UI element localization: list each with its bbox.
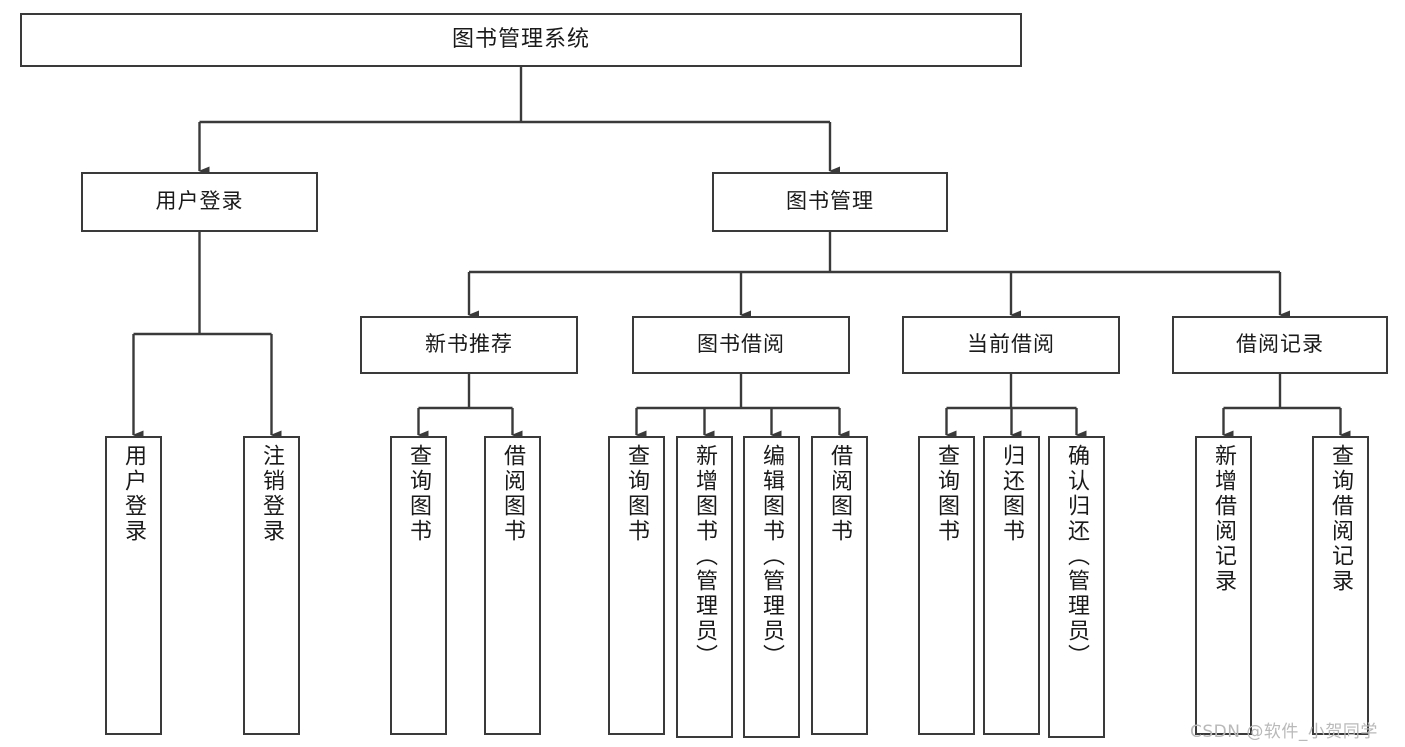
node-label: 查询图书 bbox=[406, 444, 432, 544]
node-label: 新增图书（管理员） bbox=[692, 444, 718, 669]
node-book-borrow[interactable]: 图书借阅 bbox=[632, 316, 850, 374]
node-label: 编辑图书（管理员） bbox=[759, 444, 785, 669]
node-leaf-rec-borrow[interactable]: 借阅图书 bbox=[484, 436, 541, 735]
node-current-borrow[interactable]: 当前借阅 bbox=[902, 316, 1120, 374]
node-label: 借阅图书 bbox=[827, 444, 853, 544]
node-book-manage[interactable]: 图书管理 bbox=[712, 172, 948, 232]
node-root[interactable]: 图书管理系统 bbox=[20, 13, 1022, 67]
node-leaf-rec-search[interactable]: 查询借阅记录 bbox=[1312, 436, 1369, 735]
node-leaf-rec-query[interactable]: 查询图书 bbox=[390, 436, 447, 735]
node-leaf-borrow-add[interactable]: 新增图书（管理员） bbox=[676, 436, 733, 738]
node-leaf-cur-confirm[interactable]: 确认归还（管理员） bbox=[1048, 436, 1105, 738]
node-label: 新书推荐 bbox=[425, 332, 513, 357]
node-leaf-user-login[interactable]: 用户登录 bbox=[105, 436, 162, 735]
node-label: 查询图书 bbox=[934, 444, 960, 544]
node-leaf-cur-return[interactable]: 归还图书 bbox=[983, 436, 1040, 735]
node-label: 用户登录 bbox=[155, 189, 244, 214]
node-leaf-cur-query[interactable]: 查询图书 bbox=[918, 436, 975, 735]
node-label: 新增借阅记录 bbox=[1211, 444, 1237, 594]
node-leaf-rec-add[interactable]: 新增借阅记录 bbox=[1195, 436, 1252, 735]
node-label: 当前借阅 bbox=[967, 332, 1055, 357]
node-label: 用户登录 bbox=[121, 444, 147, 544]
node-borrow-record[interactable]: 借阅记录 bbox=[1172, 316, 1388, 374]
node-leaf-borrow-lend[interactable]: 借阅图书 bbox=[811, 436, 868, 735]
node-label: 确认归还（管理员） bbox=[1064, 444, 1090, 669]
node-new-book-rec[interactable]: 新书推荐 bbox=[360, 316, 578, 374]
node-label: 借阅记录 bbox=[1236, 332, 1324, 357]
node-user-login[interactable]: 用户登录 bbox=[81, 172, 318, 232]
node-leaf-borrow-query[interactable]: 查询图书 bbox=[608, 436, 665, 735]
node-leaf-borrow-edit[interactable]: 编辑图书（管理员） bbox=[743, 436, 800, 738]
node-label: 图书借阅 bbox=[697, 332, 785, 357]
node-label: 查询图书 bbox=[624, 444, 650, 544]
node-label: 图书管理 bbox=[786, 189, 874, 214]
edge-group bbox=[132, 67, 1351, 440]
node-label: 图书管理系统 bbox=[451, 26, 590, 52]
node-leaf-user-logout[interactable]: 注销登录 bbox=[243, 436, 300, 735]
node-label: 借阅图书 bbox=[500, 444, 526, 544]
node-label: 查询借阅记录 bbox=[1328, 444, 1354, 594]
node-label: 注销登录 bbox=[259, 444, 285, 544]
node-label: 归还图书 bbox=[999, 444, 1025, 544]
